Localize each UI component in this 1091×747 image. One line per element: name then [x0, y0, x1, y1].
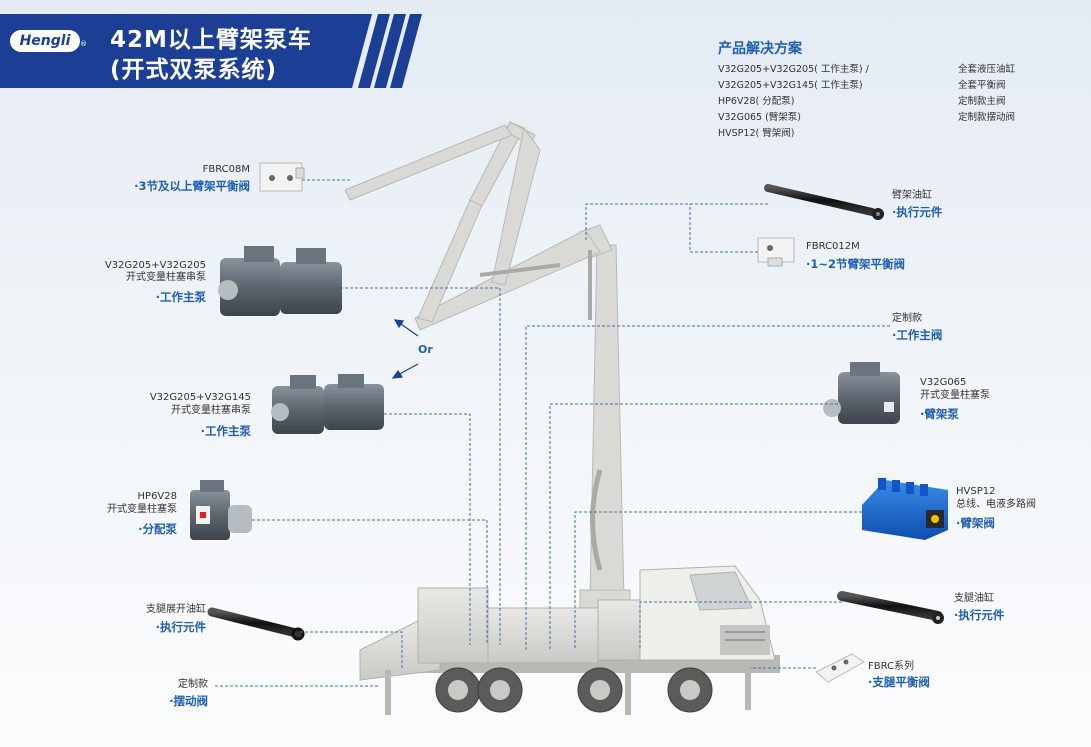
outrigger-cylinder-model: 支腿油缸: [954, 593, 994, 604]
solution-item: HP6V28( 分配泵): [718, 96, 795, 107]
leader-lines: [215, 179, 890, 687]
swing-valve-model: 定制款: [178, 679, 208, 690]
outrigger-ext-model: 支腿展开油缸: [146, 604, 206, 615]
outrigger-cylinder-image: [837, 591, 944, 624]
solution-item: 全套液压油缸: [958, 64, 1016, 75]
pump2-image: [271, 374, 384, 434]
swing-valve-role: ·摆动阀: [169, 694, 208, 708]
hp6v28-image: [190, 480, 252, 540]
fbrc012m-model: FBRC012M: [806, 241, 860, 252]
fbrc08m-model: FBRC08M: [202, 164, 250, 175]
hvsp12-model: HVSP12: [956, 486, 996, 497]
fbrc012m-role: ·1~2节臂架平衡阀: [806, 257, 906, 271]
solution-item: HVSP12( 臂架阀): [718, 128, 795, 139]
header-banner: [0, 14, 422, 88]
fbrc-series-image: [815, 653, 865, 683]
solutions-title: 产品解决方案: [718, 41, 802, 57]
boom-cylinder-image: [764, 184, 884, 220]
main-valve-role: ·工作主阀: [892, 328, 943, 342]
pump1-model: V32G205+V32G205: [104, 260, 206, 271]
v32g065-model: V32G065: [920, 377, 967, 388]
v32g065-role: ·臂架泵: [920, 407, 959, 421]
solution-item: 全套平衡阀: [958, 80, 1006, 91]
fbrc012m-image: [757, 237, 795, 267]
boom: [344, 121, 631, 621]
v32g065-type: 开式变量柱塞泵: [920, 390, 990, 401]
page-title-line2: (开式双泵系统): [110, 57, 278, 83]
page-title-line1: 42M以上臂架泵车: [110, 27, 312, 53]
truck: [359, 565, 780, 715]
pump1-type: 开式变量柱塞串泵: [126, 272, 206, 283]
fbrc08m-image: [259, 162, 305, 192]
solution-item: 定制款主阀: [958, 96, 1006, 107]
hp6v28-role: ·分配泵: [138, 522, 177, 536]
hvsp12-type: 总线、电液多路阀: [956, 499, 1036, 510]
pump2-role: ·工作主泵: [200, 424, 251, 438]
v32g065-image: [823, 362, 900, 424]
solution-item: V32G205+V32G145( 工作主泵): [718, 80, 863, 91]
hp6v28-model: HP6V28: [137, 491, 177, 502]
pump2-model: V32G205+V32G145: [149, 392, 251, 403]
solution-item: 定制款摆动阀: [958, 112, 1016, 123]
outrigger-ext-role: ·执行元件: [155, 620, 206, 634]
main-valve-model: 定制款: [892, 313, 922, 324]
or-label: Or: [418, 343, 433, 356]
pump1-role: ·工作主泵: [155, 290, 206, 304]
hvsp12-image: [862, 478, 948, 540]
fbrc-series-role: ·支腿平衡阀: [868, 675, 930, 689]
logo: Hengli: [10, 30, 80, 52]
fbrc-series-model: FBRC系列: [868, 661, 915, 672]
fbrc08m-role: ·3节及以上臂架平衡阀: [134, 179, 250, 193]
outrigger-ext-cylinder-image: [207, 607, 305, 641]
or-arrows: [391, 319, 419, 379]
hvsp12-role: ·臂架阀: [956, 516, 995, 530]
solution-item: V32G205+V32G205( 工作主泵) /: [718, 64, 869, 75]
boom-cylinder-role: ·执行元件: [892, 205, 943, 219]
pump1-image: [218, 246, 342, 316]
hp6v28-type: 开式变量柱塞泵: [107, 504, 177, 515]
outrigger-cylinder-role: ·执行元件: [954, 608, 1005, 622]
pump2-type: 开式变量柱塞串泵: [171, 405, 251, 416]
solution-item: V32G065 (臂架泵): [718, 112, 802, 123]
logo-registered-mark: ®: [80, 40, 87, 48]
boom-cylinder-model: 臂架油缸: [892, 190, 932, 201]
